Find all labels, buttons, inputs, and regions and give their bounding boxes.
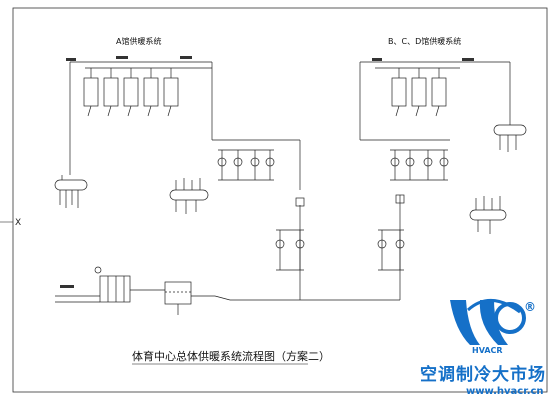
boiler-unit	[99, 275, 131, 303]
section-bcd-pump-group-lower	[377, 194, 405, 300]
left-marker: X	[15, 218, 21, 228]
watermark-brand-cn: 空调制冷大市场	[420, 365, 546, 385]
watermark-url: www.hvacr.cn	[466, 386, 544, 397]
hvacr-logo	[450, 299, 526, 345]
section-bcd-title: B、C、D馆供暖系统	[388, 36, 461, 46]
section-bcd-right-top-distributor	[493, 124, 527, 136]
section-bcd-pump-group-upper	[390, 149, 449, 181]
main-title: 体育中心总体供暖系统流程图（方案二）	[132, 349, 330, 363]
section-a-system	[54, 61, 305, 300]
section-a-pump-group-lower	[275, 197, 305, 300]
section-bcd-heat-units	[391, 68, 447, 117]
source-line	[55, 266, 400, 315]
drawing-frame	[12, 7, 548, 393]
annotation-marks	[60, 56, 474, 288]
watermark-brand-en: HVACR	[472, 346, 503, 355]
section-a-center-distributor	[169, 189, 209, 201]
section-a-heat-units	[83, 68, 179, 117]
section-a-left-distributor	[54, 179, 88, 191]
section-bcd-system	[359, 61, 527, 300]
section-a-title: A馆供暖系统	[116, 36, 161, 46]
section-a-pump-group-upper	[217, 149, 275, 181]
water-tank	[164, 281, 192, 305]
section-bcd-right-lower-distributor	[469, 209, 507, 221]
watermark-registered: ®	[524, 300, 536, 314]
